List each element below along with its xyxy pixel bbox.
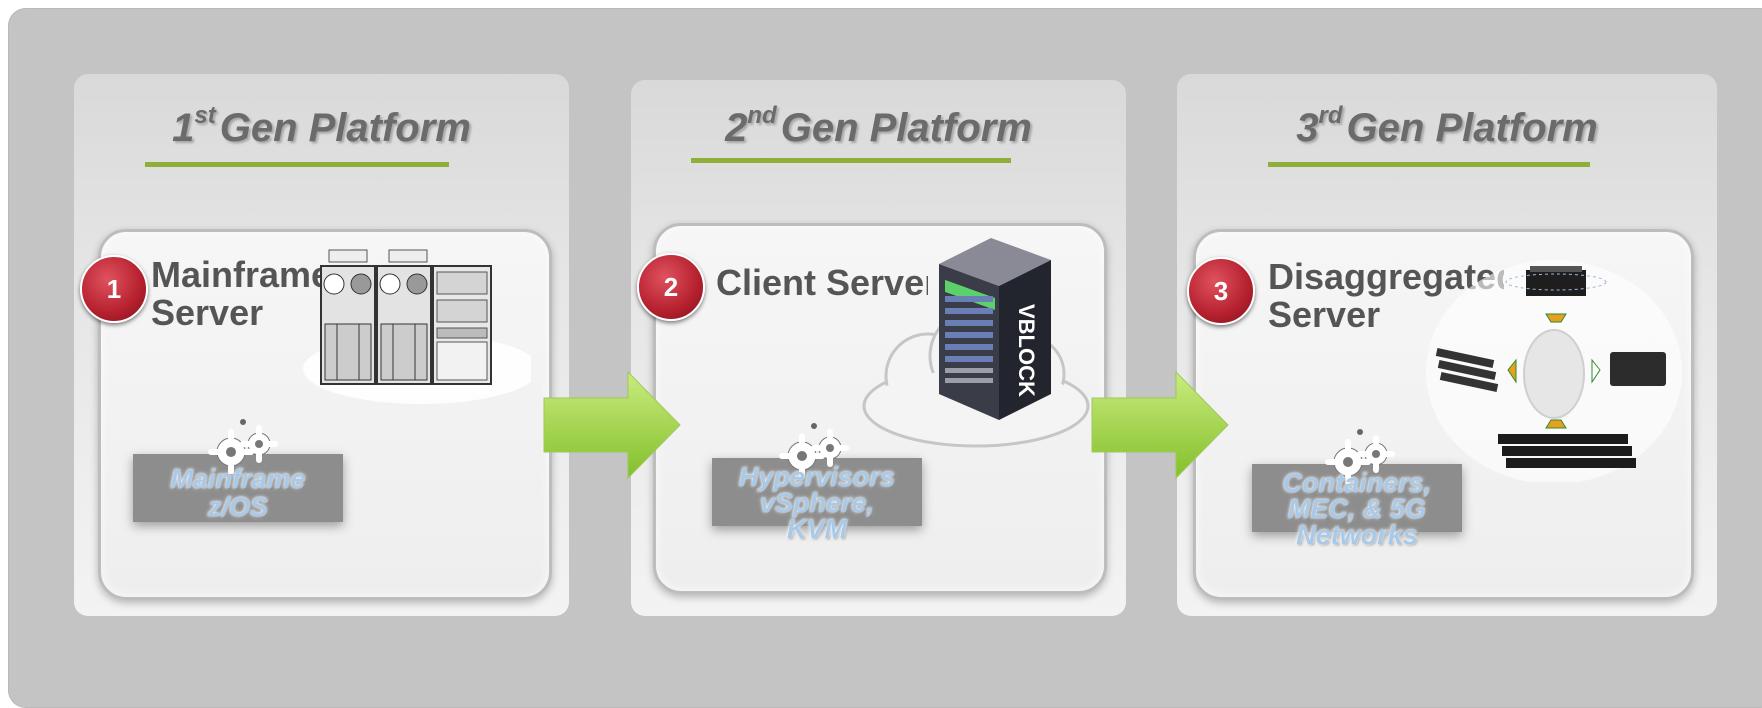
title-underline [691, 158, 1011, 163]
card-mainframe-server: Mainframe Server [98, 229, 552, 600]
software-stack: Hypervisors vSphere, KVM [712, 422, 922, 544]
stack-line: vSphere, [759, 488, 875, 518]
stack-line: Networks [1296, 520, 1418, 550]
server-name: Disaggregated Server [1268, 258, 1504, 334]
stack-line: MEC, & 5G [1287, 494, 1427, 524]
arrow-right-icon [543, 370, 681, 480]
gears-icon [208, 419, 278, 474]
step-badge-2: 2 [637, 253, 705, 321]
mainframe-server-icon [303, 249, 531, 404]
stack-line: KVM [787, 514, 847, 544]
software-stack: Mainframe z/OS [133, 418, 343, 528]
step-badge-1: 1 [80, 255, 148, 323]
arrow-right-icon [1091, 370, 1229, 480]
card-disaggregated-server: Disaggregated Server [1193, 229, 1694, 600]
stack-line: Mainframe [170, 464, 306, 494]
server-name: Client Server [716, 264, 928, 302]
stack-line: z/OS [207, 492, 268, 522]
gears-icon [1325, 429, 1395, 484]
software-stack: Containers, MEC, & 5G Networks [1252, 428, 1462, 550]
title-underline [1268, 162, 1590, 167]
stack-line: Containers, [1282, 468, 1432, 498]
stack-line: Hypervisors [738, 462, 896, 492]
card-client-server: Client Server VBLOCK [653, 223, 1107, 594]
disaggregated-servers-icon [1426, 260, 1682, 482]
rack-label: VBLOCK [1014, 304, 1039, 397]
title-underline [145, 162, 449, 167]
server-name: Mainframe Server [151, 256, 332, 332]
gears-icon [779, 423, 849, 478]
server-rack-icon: VBLOCK [939, 238, 1051, 420]
step-badge-3: 3 [1187, 257, 1255, 325]
